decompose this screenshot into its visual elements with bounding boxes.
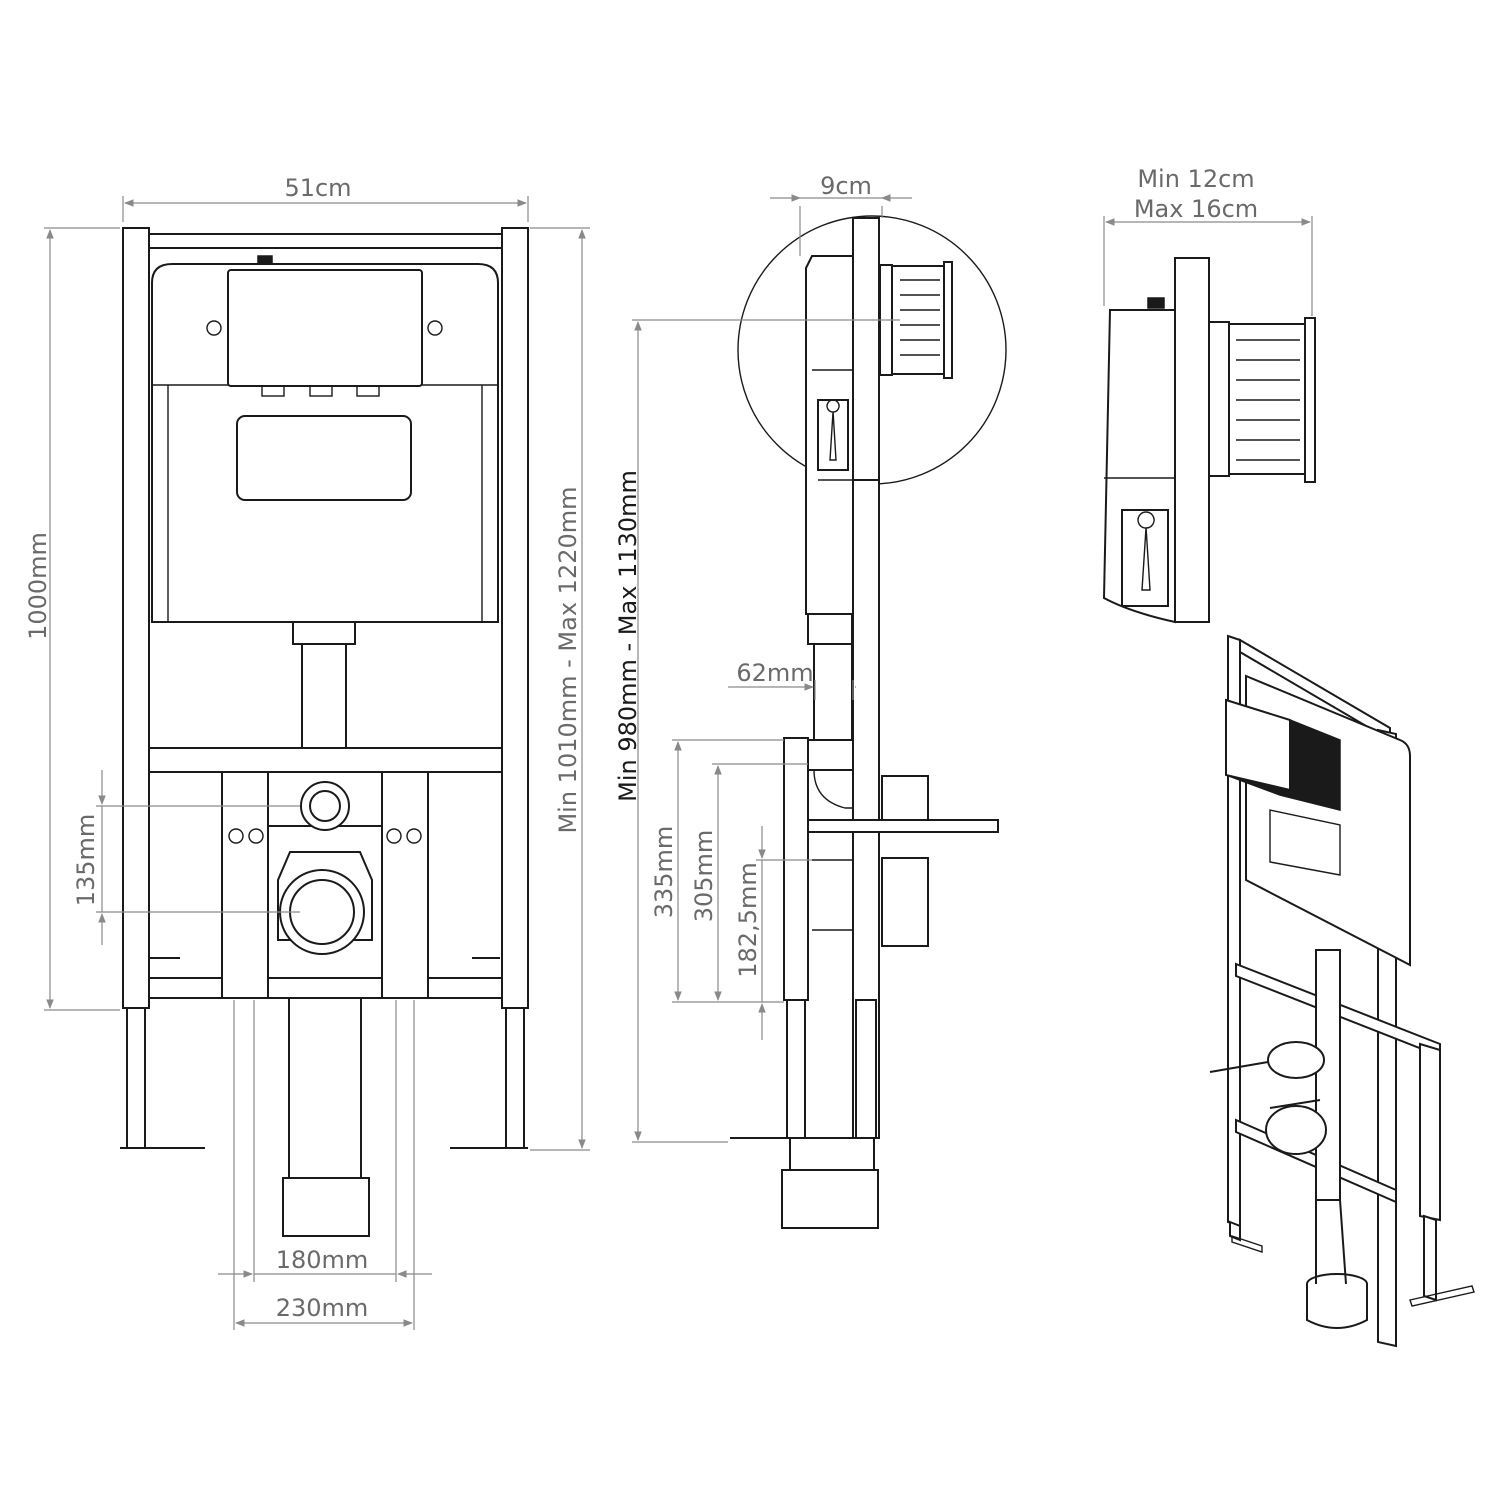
depth-label: 9cm: [820, 172, 872, 200]
front-view: 51cm 1000mm Min 1010mm - Max 1220mm 135m…: [24, 174, 590, 1330]
adjustable-height-label: Min 1010mm - Max 1220mm: [554, 486, 582, 833]
middle-rail: [148, 747, 503, 773]
detail-view: Min 12cm Max 16cm: [1102, 165, 1316, 624]
side-offset-label: 62mm: [736, 659, 813, 687]
detail-actuator-housing: [1228, 323, 1306, 475]
iso-waste-sleeve: [1306, 1284, 1368, 1329]
left-bracket: [221, 771, 269, 999]
flush-pipe: [301, 643, 347, 749]
top-rail: [148, 233, 503, 249]
iso-waste-pipe: [1315, 949, 1341, 1201]
right-leg: [505, 1007, 525, 1149]
service-opening: [236, 415, 412, 501]
height-3-label: 182,5mm: [734, 862, 762, 977]
right-frame-post: [501, 227, 529, 1009]
outer-width-label: 230mm: [276, 1294, 369, 1322]
side-view: 9cm Min 980mm - Max 1130mm 62mm 335mm 30…: [614, 172, 1007, 1229]
flush-plate-mount: [227, 269, 423, 387]
detail-max-label: Max 16cm: [1134, 195, 1258, 223]
offset-label: 135mm: [72, 814, 100, 907]
height-label: 1000mm: [24, 532, 52, 640]
isometric-view: [1209, 634, 1475, 1348]
detail-min-label: Min 12cm: [1137, 165, 1254, 193]
detail-frame-post: [1174, 257, 1210, 623]
mount-hole-left: [206, 320, 222, 336]
actuator-housing: [891, 265, 945, 375]
side-height-label: Min 980mm - Max 1130mm: [614, 470, 642, 802]
height-1-label: 335mm: [650, 826, 678, 919]
pan-bracket: [807, 819, 999, 833]
inner-width-label: 180mm: [276, 1246, 369, 1274]
iso-waste-connector: [1265, 1105, 1327, 1155]
bottom-rail: [148, 977, 503, 999]
waste-pipe: [288, 997, 362, 1179]
mount-hole-right: [427, 320, 443, 336]
right-bracket: [381, 771, 429, 999]
width-label: 51cm: [284, 174, 351, 202]
left-frame-post: [122, 227, 150, 1009]
left-leg: [126, 1007, 146, 1149]
rear-leg: [786, 999, 806, 1139]
height-2-label: 305mm: [690, 830, 718, 923]
waste-pipe-sleeve: [282, 1177, 370, 1237]
side-waste-sleeve: [781, 1169, 879, 1229]
